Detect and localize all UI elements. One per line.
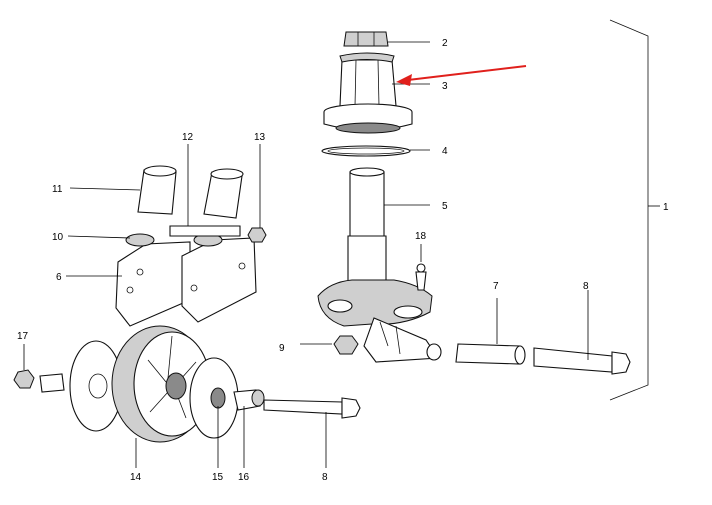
- part-7-spacer-sleeve: [455, 298, 526, 365]
- callout-8-right: 8: [583, 281, 589, 292]
- assembly-bracket: [609, 19, 660, 401]
- callout-18: 18: [415, 231, 427, 242]
- part-15-bearing-disc: [189, 357, 239, 468]
- callout-3: 3: [442, 81, 448, 92]
- pointer-arrow: [396, 65, 527, 86]
- part-5-kingpin: [347, 167, 430, 285]
- fork-housing: [317, 279, 442, 363]
- callout-4: 4: [442, 146, 448, 157]
- part-3-bearing-housing: [323, 52, 430, 134]
- callout-5: 5: [442, 201, 448, 212]
- part-2-top-nut: [343, 31, 430, 47]
- callout-16: 16: [238, 472, 250, 483]
- part-8-axle-bolt-right: [533, 290, 631, 375]
- callout-2: 2: [442, 38, 448, 49]
- callout-6: 6: [56, 272, 62, 283]
- part-9-nut: [300, 335, 359, 355]
- callout-9: 9: [279, 343, 285, 354]
- callout-17: 17: [17, 331, 29, 342]
- part-13-nut: [247, 144, 267, 243]
- part-18-grease-nipple: [415, 244, 427, 291]
- part-4-retaining-ring: [321, 145, 430, 157]
- part-16-sleeve: [233, 389, 265, 468]
- callout-10: 10: [52, 232, 64, 243]
- callout-7: 7: [493, 281, 499, 292]
- part-6-fork-plates: [66, 237, 257, 327]
- callout-13: 13: [254, 132, 266, 143]
- callout-labels: 1 2 3 4 5 6 7 8 8 9 10 11 12 13 14 15 16…: [17, 38, 669, 483]
- callout-12: 12: [182, 132, 194, 143]
- callout-15: 15: [212, 472, 224, 483]
- part-8-axle-bolt-wheel: [263, 397, 361, 468]
- callout-8-wheel: 8: [322, 472, 328, 483]
- part-17-nut: [13, 344, 65, 393]
- callout-11: 11: [52, 184, 63, 195]
- callout-14: 14: [130, 472, 142, 483]
- part-12-pin: [169, 144, 241, 237]
- callout-1: 1: [663, 202, 669, 213]
- part-11-rollers: [69, 165, 244, 219]
